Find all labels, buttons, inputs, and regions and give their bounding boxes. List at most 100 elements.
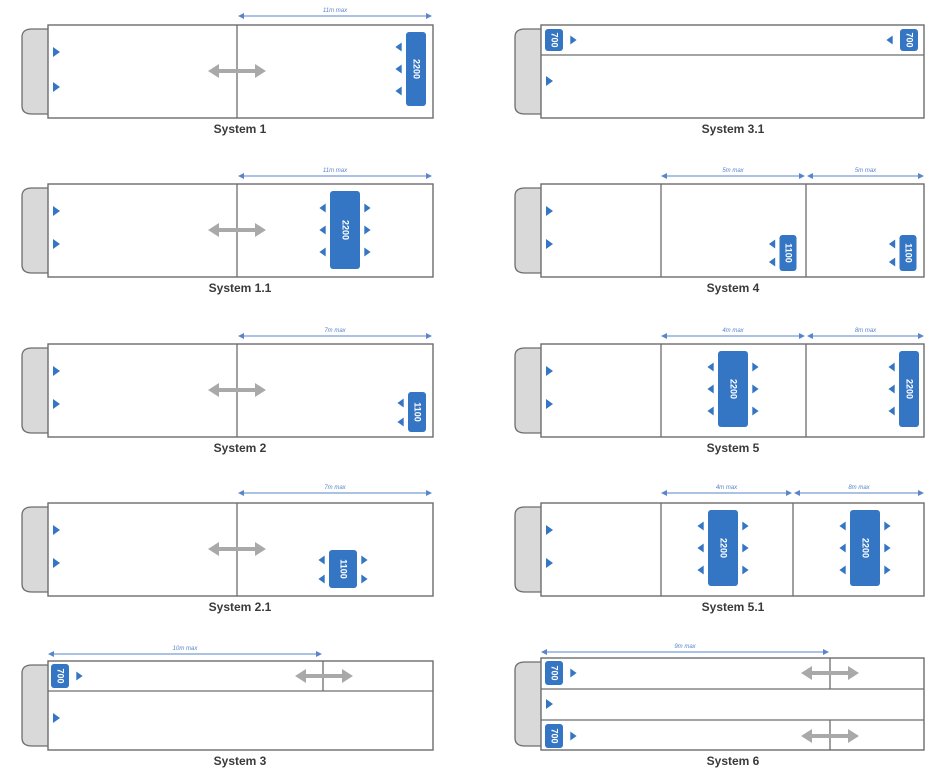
triangle-right-icon bbox=[742, 565, 749, 575]
triangle-right-icon bbox=[884, 565, 891, 575]
triangle-right-icon bbox=[364, 247, 371, 257]
unit-label: 2200 bbox=[905, 379, 915, 399]
triangle-right-icon bbox=[546, 206, 553, 216]
unit-label: 2200 bbox=[412, 59, 422, 79]
system-caption: System 4 bbox=[707, 281, 760, 295]
triangle-right-icon bbox=[361, 555, 368, 565]
triangle-right-icon bbox=[752, 362, 759, 372]
unit-box bbox=[329, 550, 357, 588]
unit-box bbox=[900, 29, 918, 51]
triangle-right-icon bbox=[884, 543, 891, 553]
triangle-right-icon bbox=[546, 239, 553, 249]
triangle-right-icon bbox=[752, 406, 759, 416]
cab bbox=[514, 187, 544, 274]
triangle-left-icon bbox=[395, 86, 402, 96]
equipment-unit: 1100 bbox=[888, 235, 917, 271]
triangle-left-icon bbox=[697, 521, 704, 531]
triangle-right-icon bbox=[742, 521, 749, 531]
triangle-left-icon bbox=[888, 384, 895, 394]
triangle-left-icon bbox=[839, 521, 846, 531]
dimension-line: 8m max bbox=[807, 328, 924, 339]
triangle-right-icon bbox=[546, 699, 553, 709]
triangle-right-icon bbox=[76, 671, 83, 681]
triangle-left-icon bbox=[707, 362, 714, 372]
equipment-unit: 2200 bbox=[395, 32, 426, 106]
dimension-line: 4m max bbox=[661, 485, 792, 496]
dimension-label: 4m max bbox=[722, 328, 744, 334]
triangle-right-icon bbox=[364, 225, 371, 235]
cab bbox=[514, 661, 544, 747]
triangle-left-icon bbox=[397, 398, 404, 408]
triangle-right-icon bbox=[742, 543, 749, 553]
equipment-unit: 1100 bbox=[768, 235, 797, 271]
unit-box bbox=[408, 392, 426, 432]
triangle-right-icon bbox=[53, 239, 60, 249]
unit-box bbox=[406, 32, 426, 106]
unit-label: 1100 bbox=[904, 243, 914, 263]
triangle-left-icon bbox=[888, 362, 895, 372]
move-arrow-icon bbox=[801, 729, 859, 743]
unit-box bbox=[718, 351, 748, 427]
triangle-left-icon bbox=[707, 384, 714, 394]
unit-label: 2200 bbox=[341, 220, 351, 240]
triangle-left-icon bbox=[886, 35, 893, 45]
triangle-right-icon bbox=[53, 82, 60, 92]
triangle-left-icon bbox=[697, 543, 704, 553]
move-arrow-icon bbox=[208, 223, 266, 237]
unit-label: 2200 bbox=[861, 538, 871, 558]
equipment-unit: 2200 bbox=[319, 191, 371, 269]
cab bbox=[21, 347, 51, 434]
move-arrow-icon bbox=[295, 669, 353, 683]
dimension-line: 10m max bbox=[48, 646, 322, 657]
triangle-left-icon bbox=[768, 239, 776, 249]
cab bbox=[21, 506, 51, 593]
unit-label: 1100 bbox=[339, 559, 349, 579]
unit-label: 2200 bbox=[719, 538, 729, 558]
move-arrow-icon bbox=[208, 383, 266, 397]
system-caption: System 1 bbox=[214, 122, 267, 136]
dimension-label: 8m max bbox=[855, 328, 877, 334]
triangle-right-icon bbox=[53, 206, 60, 216]
dimension-label: 5m max bbox=[855, 168, 877, 174]
unit-box bbox=[545, 661, 563, 685]
move-arrow-icon bbox=[208, 64, 266, 78]
unit-label: 700 bbox=[550, 728, 560, 743]
triangle-right-icon bbox=[53, 366, 60, 376]
dimension-line: 5m max bbox=[807, 168, 924, 179]
triangle-left-icon bbox=[319, 203, 326, 213]
triangle-right-icon bbox=[570, 668, 577, 678]
dimension-line: 11m max bbox=[238, 8, 432, 19]
unit-label: 1100 bbox=[784, 243, 794, 263]
dimension-line: 5m max bbox=[661, 168, 805, 179]
equipment-unit: 2200 bbox=[707, 351, 759, 427]
dimension-label: 4m max bbox=[716, 485, 738, 491]
cab bbox=[514, 28, 544, 115]
unit-box bbox=[708, 510, 738, 586]
triangle-left-icon bbox=[839, 565, 846, 575]
triangle-left-icon bbox=[888, 257, 896, 267]
dimension-line: 7m max bbox=[238, 485, 432, 496]
dimension-label: 8m max bbox=[848, 485, 870, 491]
unit-box bbox=[899, 235, 917, 271]
move-arrow-icon bbox=[801, 666, 859, 680]
triangle-right-icon bbox=[546, 399, 553, 409]
unit-box bbox=[51, 664, 69, 688]
dimension-line: 8m max bbox=[794, 485, 924, 496]
equipment-unit: 1100 bbox=[397, 392, 426, 432]
triangle-left-icon bbox=[319, 247, 326, 257]
unit-box bbox=[850, 510, 880, 586]
equipment-unit: 700 bbox=[900, 29, 918, 51]
triangle-right-icon bbox=[570, 35, 577, 45]
triangle-right-icon bbox=[361, 574, 368, 584]
cab bbox=[21, 187, 51, 274]
unit-box bbox=[899, 351, 919, 427]
equipment-unit: 2200 bbox=[888, 351, 919, 427]
